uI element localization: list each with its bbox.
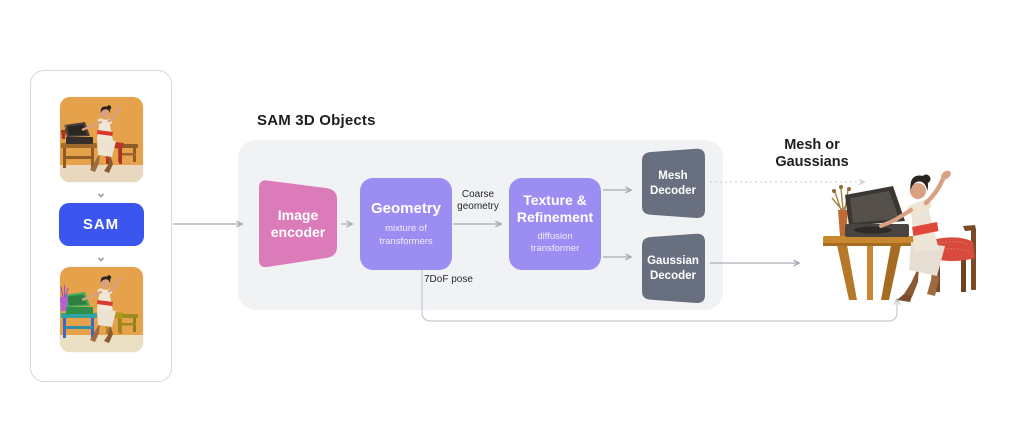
sam-model-badge: SAM (58, 203, 144, 246)
output-format-label: Mesh or Gaussians (775, 137, 849, 171)
source-photo-illustration (59, 97, 143, 182)
texture-refinement-subtitle: diffusion transformer (530, 230, 580, 255)
geometry-subtitle: mixture of transformers (379, 223, 433, 247)
image-encoder-label: Image encoder (270, 206, 326, 241)
geometry-title: Geometry (370, 200, 442, 218)
encoder-trapezoid-shape (259, 180, 337, 268)
decoder-trapezoid-shape (642, 148, 705, 219)
image-encoder-node: Image encoder (256, 178, 340, 270)
segmented-photo-illustration (59, 267, 143, 352)
input-panel: ⌄ SAM ⌄ (30, 70, 172, 382)
mesh-decoder-node: Mesh Decoder (638, 147, 708, 220)
texture-refinement-title: Texture & Refinement (516, 192, 594, 226)
coarse-geometry-label: Coarse geometry (457, 189, 499, 212)
geometry-node: Geometry mixture of transformers (360, 178, 452, 270)
gaussian-decoder-node: Gaussian Decoder (638, 232, 708, 305)
mesh-decoder-label: Mesh Decoder (649, 169, 697, 197)
segmented-photo-thumbnail (59, 267, 143, 352)
source-photo-thumbnail (59, 97, 143, 182)
pipeline-title: SAM 3D Objects (257, 112, 376, 129)
texture-refinement-node: Texture & Refinement diffusion transform… (509, 178, 601, 270)
3d-scene-illustration (823, 170, 976, 302)
3d-reconstruction-render (815, 150, 980, 306)
pose-label: 7DoF pose (424, 274, 473, 285)
chevron-down-icon: ⌄ (95, 185, 107, 200)
gaussian-decoder-label: Gaussian Decoder (647, 254, 699, 282)
chevron-down-icon: ⌄ (95, 249, 107, 264)
